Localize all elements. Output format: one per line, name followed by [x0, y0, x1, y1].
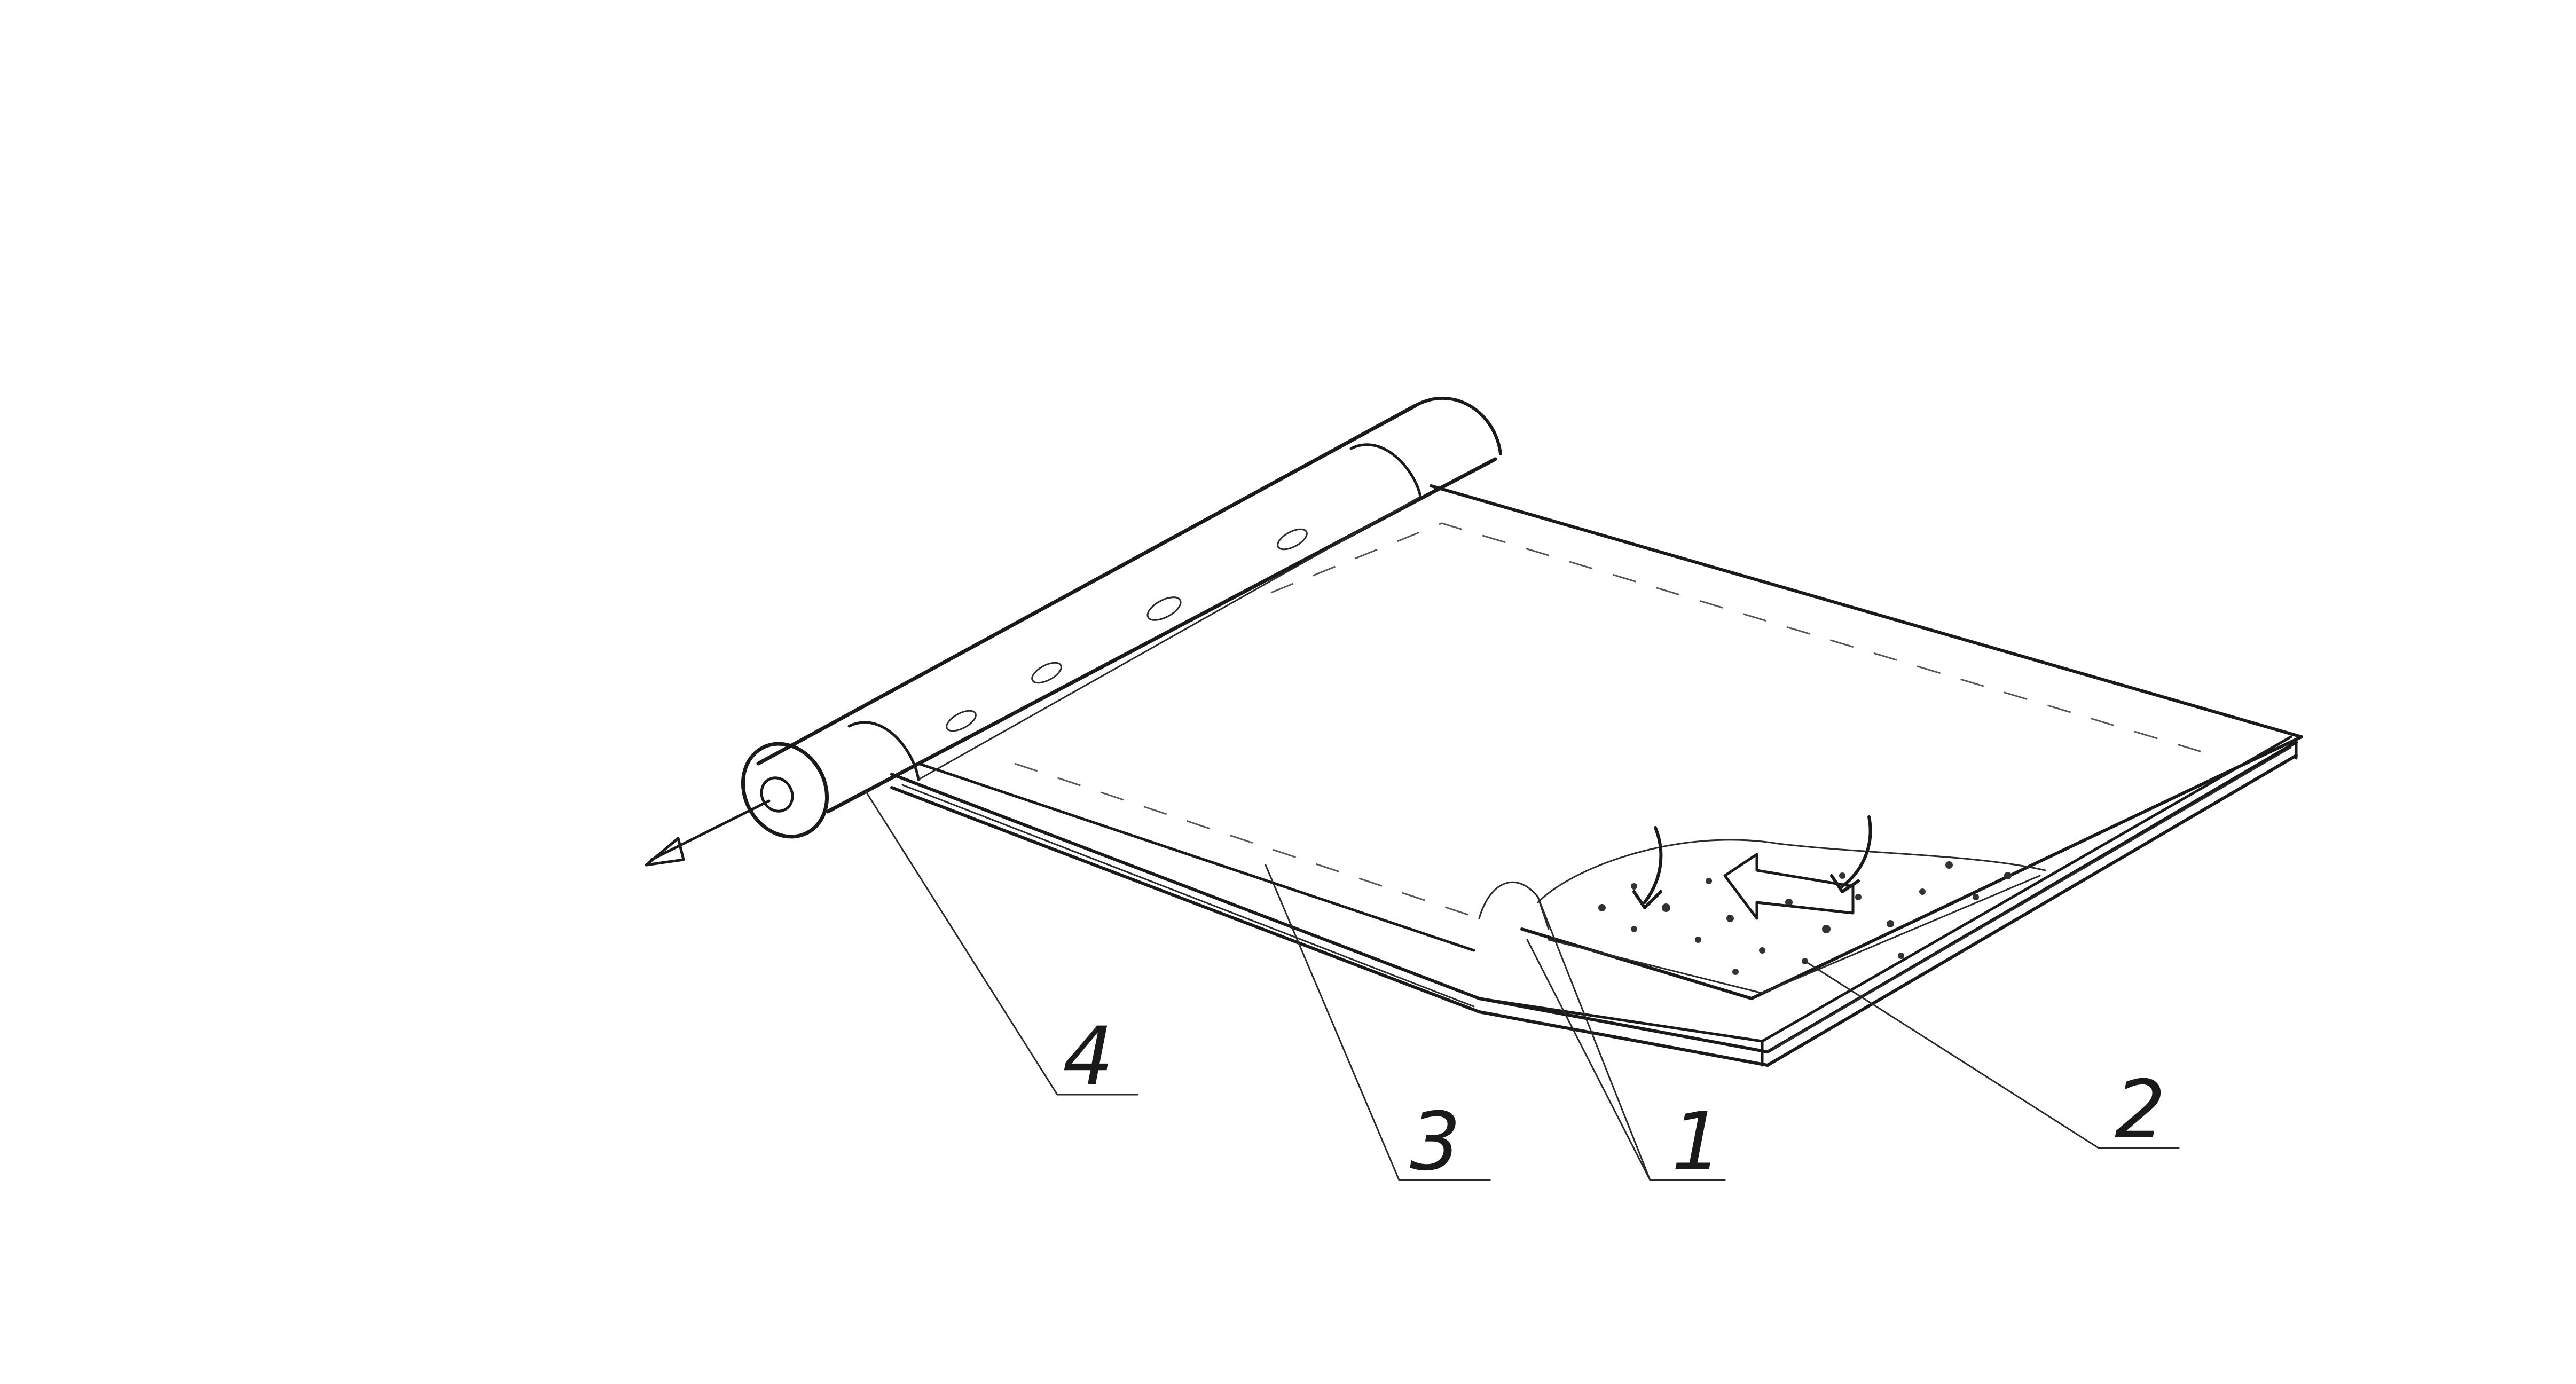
base-plate [890, 735, 2298, 1067]
leader-lines [864, 789, 2180, 1181]
ref-label-4: 4 [1063, 1010, 1113, 1103]
ref-label-1: 1 [1671, 1096, 1722, 1189]
ref-label-3: 3 [1410, 1096, 1460, 1189]
sheet [917, 484, 2303, 1000]
ref-label-2: 2 [2115, 1064, 2165, 1157]
perforated-region [1537, 815, 2046, 994]
roller [645, 396, 1502, 867]
